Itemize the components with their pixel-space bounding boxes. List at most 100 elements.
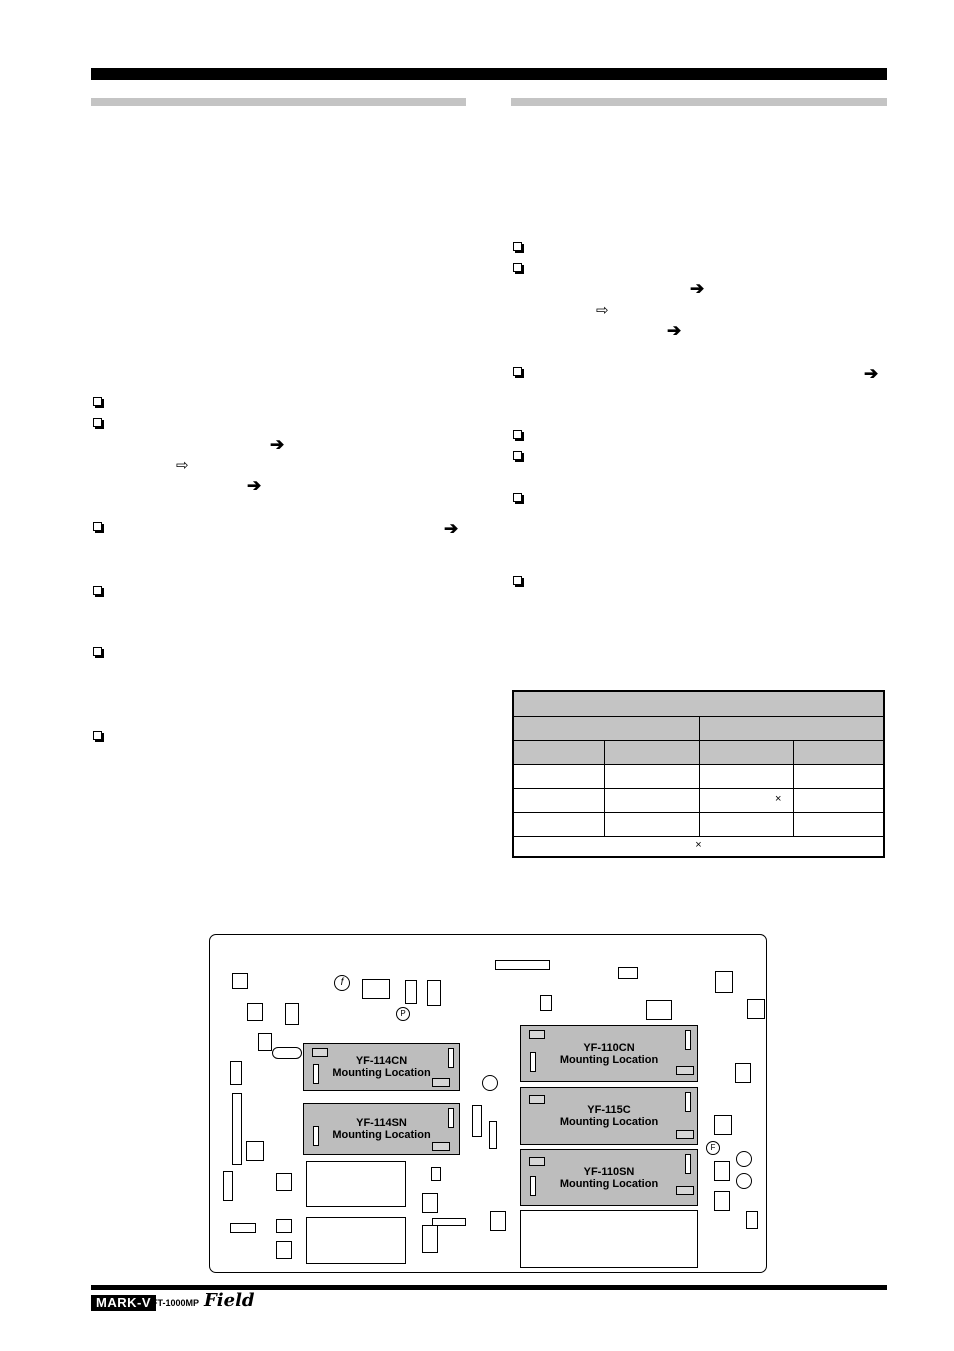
board-module — [306, 1161, 406, 1207]
connector — [676, 1066, 694, 1075]
connector — [529, 1030, 545, 1039]
board-component — [232, 973, 248, 989]
checkbox-icon — [93, 647, 102, 656]
bottom-rule — [91, 1285, 887, 1290]
board-component — [490, 1211, 506, 1231]
model-name: FT-1000MP — [152, 1298, 200, 1308]
connector — [676, 1130, 694, 1139]
right-section-header-bar — [511, 98, 887, 106]
board-component — [276, 1219, 292, 1233]
table-cell — [514, 765, 605, 788]
board-component — [432, 1218, 466, 1226]
mark-v-logo: MARK-V — [91, 1295, 156, 1311]
connector — [432, 1078, 450, 1087]
table-cell — [605, 813, 700, 836]
connector — [529, 1095, 545, 1104]
table-header-cell — [700, 741, 794, 764]
board-component — [714, 1191, 730, 1211]
board-component — [735, 1063, 751, 1083]
checkbox-icon — [513, 367, 522, 376]
board-component — [223, 1171, 233, 1201]
board-glyph: F — [706, 1141, 720, 1155]
table-note: × — [695, 839, 702, 851]
left-section-header-bar — [91, 98, 466, 106]
solid-arrow-icon: ➔ — [444, 519, 459, 538]
board-component — [540, 995, 552, 1011]
checkbox-icon — [513, 263, 522, 272]
solid-arrow-icon: ➔ — [270, 435, 285, 454]
table-cell — [605, 789, 700, 812]
table-group-row — [514, 717, 883, 741]
board-component — [495, 960, 550, 970]
filter-slot — [313, 1064, 319, 1084]
board-component — [489, 1121, 497, 1149]
board-component — [405, 980, 417, 1004]
board-component — [258, 1033, 272, 1051]
table-cell — [514, 789, 605, 812]
connector — [432, 1142, 450, 1151]
filter-slot — [685, 1154, 691, 1174]
board-component — [427, 980, 441, 1006]
table-cell — [700, 813, 794, 836]
filter-slot — [530, 1176, 536, 1196]
filter-slot — [685, 1030, 691, 1050]
board-component — [746, 1211, 758, 1229]
checkbox-icon — [93, 586, 102, 595]
solid-arrow-icon: ➔ — [690, 279, 705, 298]
board-component — [646, 1000, 672, 1020]
board-component — [276, 1241, 292, 1259]
filter-slot — [685, 1092, 691, 1112]
table-title-row — [514, 692, 883, 717]
board-component — [232, 1093, 242, 1165]
filter-slot — [448, 1048, 454, 1068]
checkbox-icon — [93, 522, 102, 531]
board-component — [714, 1115, 732, 1135]
board-component — [272, 1047, 302, 1059]
board-capacitor — [736, 1151, 752, 1167]
table-cell-marker: × — [775, 793, 782, 805]
field-wordmark: Field — [204, 1290, 255, 1311]
checkbox-icon — [513, 242, 522, 251]
board-component — [246, 1141, 264, 1161]
checkbox-icon — [513, 493, 522, 502]
table-row — [514, 765, 883, 789]
checkbox-icon — [93, 418, 102, 427]
connector — [676, 1186, 694, 1195]
board-component — [362, 979, 390, 999]
board-component — [422, 1225, 438, 1253]
connector — [312, 1048, 328, 1057]
table-row — [514, 813, 883, 837]
board-component — [230, 1061, 242, 1085]
solid-arrow-icon: ➔ — [864, 364, 879, 383]
board-module — [520, 1210, 698, 1268]
board-module — [306, 1217, 406, 1264]
filter-table: × × — [512, 690, 885, 858]
table-group-cell — [514, 717, 700, 740]
board-component — [230, 1223, 256, 1233]
board-capacitor — [736, 1173, 752, 1189]
hollow-arrow-icon: ⇨ — [176, 457, 189, 474]
connector — [529, 1157, 545, 1166]
table-cell — [514, 813, 605, 836]
board-component — [747, 999, 765, 1019]
board-capacitor — [482, 1075, 498, 1091]
board-component — [472, 1105, 482, 1137]
board-component — [618, 967, 638, 979]
checkbox-icon — [513, 451, 522, 460]
checkbox-icon — [93, 397, 102, 406]
table-header-cell — [514, 741, 605, 764]
solid-arrow-icon: ➔ — [247, 476, 262, 495]
board-component — [714, 1161, 730, 1181]
filter-slot — [448, 1108, 454, 1128]
hollow-arrow-icon: ⇨ — [596, 302, 609, 319]
board-component — [285, 1003, 299, 1025]
checkbox-icon — [93, 731, 102, 740]
